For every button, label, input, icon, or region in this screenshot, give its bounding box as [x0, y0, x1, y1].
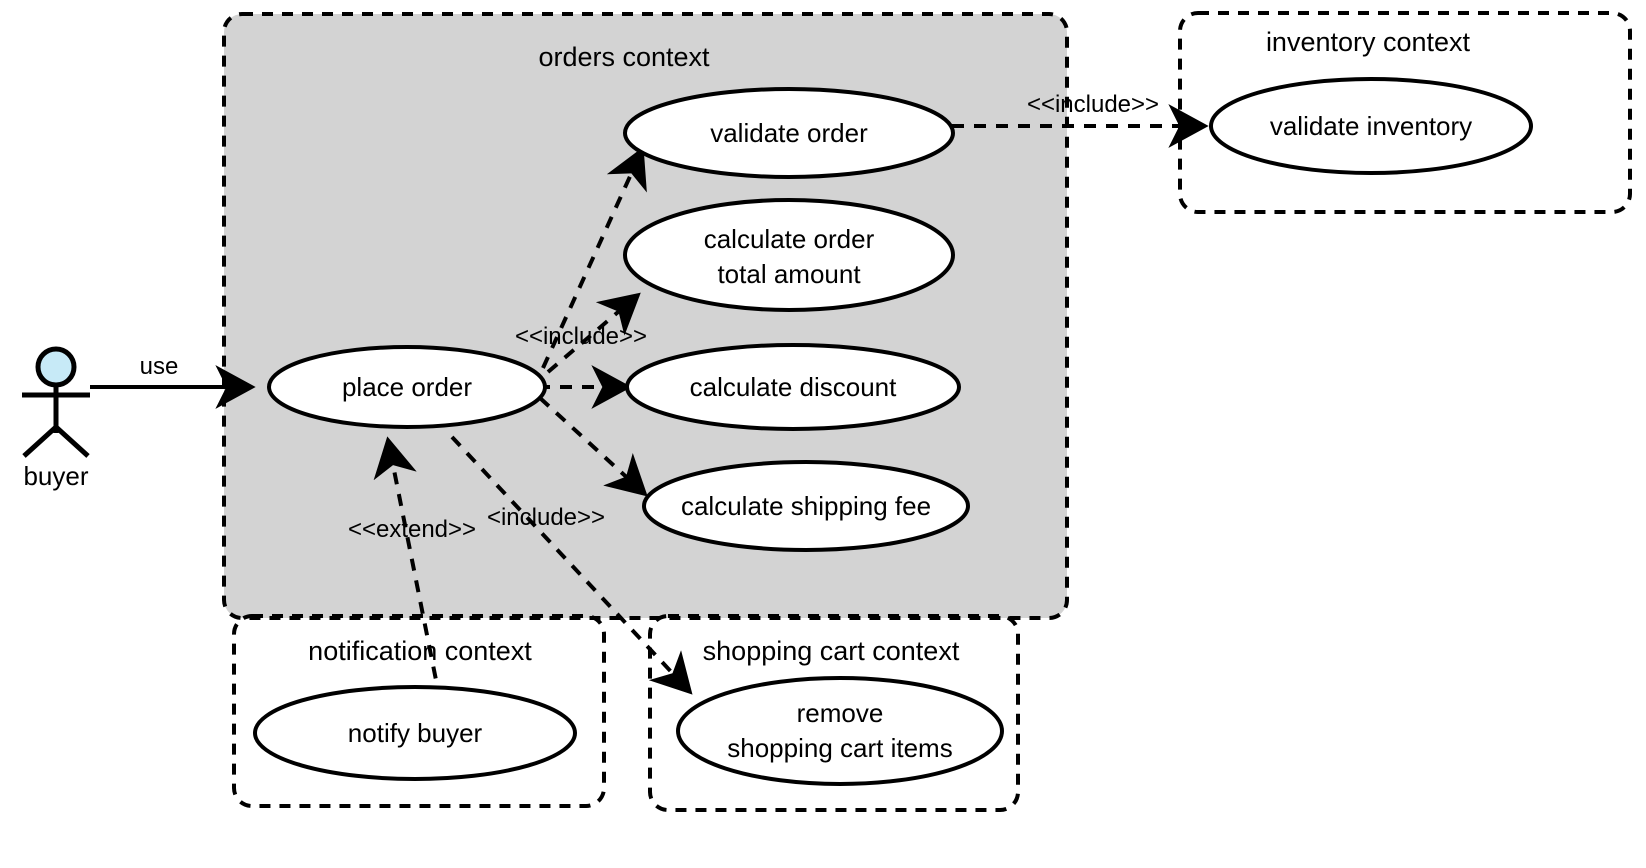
- edge-place-order-include-calculate-order-total[interactable]: [546, 292, 641, 374]
- edge-label-extend: <<extend>>: [348, 516, 476, 543]
- remove-shopping-cart-items-label-line2: shopping cart items: [727, 733, 952, 763]
- validate-inventory-ellipse[interactable]: [1209, 77, 1533, 175]
- calculate-order-total-ellipse[interactable]: [623, 198, 955, 312]
- context-shopping-cart[interactable]: shopping cart context: [648, 614, 1020, 812]
- calculate-discount-label: calculate discount: [690, 372, 897, 402]
- edge-label-use: use: [140, 353, 179, 380]
- usecase-notify-buyer[interactable]: notify buyer: [253, 685, 577, 781]
- relationship-edges: [90, 104, 1209, 701]
- notification-context-box[interactable]: [232, 614, 606, 808]
- edge-label-include-cart: <include>>: [487, 504, 605, 531]
- usecase-calculate-order-total-amount[interactable]: calculate order total amount: [623, 198, 955, 312]
- edge-labels: use <<include>> <<include>> <include>> <…: [140, 91, 1159, 543]
- orders-context-label: orders context: [538, 42, 710, 72]
- place-order-label: place order: [342, 372, 472, 402]
- edge-place-order-include-calculate-shipping-fee[interactable]: [538, 396, 648, 497]
- calculate-order-total-label-line1: calculate order: [704, 224, 875, 254]
- usecase-validate-inventory[interactable]: validate inventory: [1209, 77, 1533, 175]
- context-notification[interactable]: notification context: [232, 614, 606, 808]
- remove-shopping-cart-items-label-line1: remove: [797, 698, 884, 728]
- context-inventory[interactable]: inventory context: [1178, 11, 1632, 214]
- calculate-discount-ellipse[interactable]: [625, 343, 961, 431]
- shopping-cart-context-label: shopping cart context: [703, 636, 960, 666]
- usecase-remove-shopping-cart-items[interactable]: remove shopping cart items: [676, 676, 1004, 786]
- usecase-validate-order[interactable]: validate order: [623, 87, 955, 179]
- notify-buyer-ellipse[interactable]: [253, 685, 577, 781]
- inventory-context-box[interactable]: [1178, 11, 1632, 214]
- validate-order-ellipse[interactable]: [623, 87, 955, 179]
- edge-place-order-include-validate-order[interactable]: [541, 146, 647, 369]
- actor-buyer-label: buyer: [23, 461, 88, 491]
- edge-notify-buyer-extend-place-order[interactable]: [373, 436, 442, 701]
- usecase-calculate-shipping-fee[interactable]: calculate shipping fee: [642, 460, 970, 552]
- usecase-calculate-discount[interactable]: calculate discount: [625, 343, 961, 431]
- notification-context-label: notification context: [308, 636, 532, 666]
- calculate-order-total-label-line2: total amount: [717, 259, 861, 289]
- actor-buyer[interactable]: buyer: [22, 346, 90, 491]
- usecase-place-order[interactable]: place order: [267, 345, 547, 429]
- shopping-cart-context-box[interactable]: [648, 614, 1020, 812]
- place-order-ellipse[interactable]: [267, 345, 547, 429]
- remove-shopping-cart-items-ellipse[interactable]: [676, 676, 1004, 786]
- calculate-shipping-fee-label: calculate shipping fee: [681, 491, 931, 521]
- edge-label-include-inventory: <<include>>: [1027, 91, 1159, 118]
- edge-place-order-include-remove-shopping-cart-items[interactable]: [450, 435, 693, 695]
- inventory-context-label: inventory context: [1266, 27, 1471, 57]
- actor-head-icon: [35, 346, 77, 388]
- notify-buyer-label: notify buyer: [348, 718, 483, 748]
- calculate-shipping-fee-ellipse[interactable]: [642, 460, 970, 552]
- edge-label-include-orders: <<include>>: [515, 323, 647, 350]
- actor-legs-icon: [22, 425, 90, 458]
- validate-order-label: validate order: [710, 118, 868, 148]
- validate-inventory-label: validate inventory: [1270, 111, 1472, 141]
